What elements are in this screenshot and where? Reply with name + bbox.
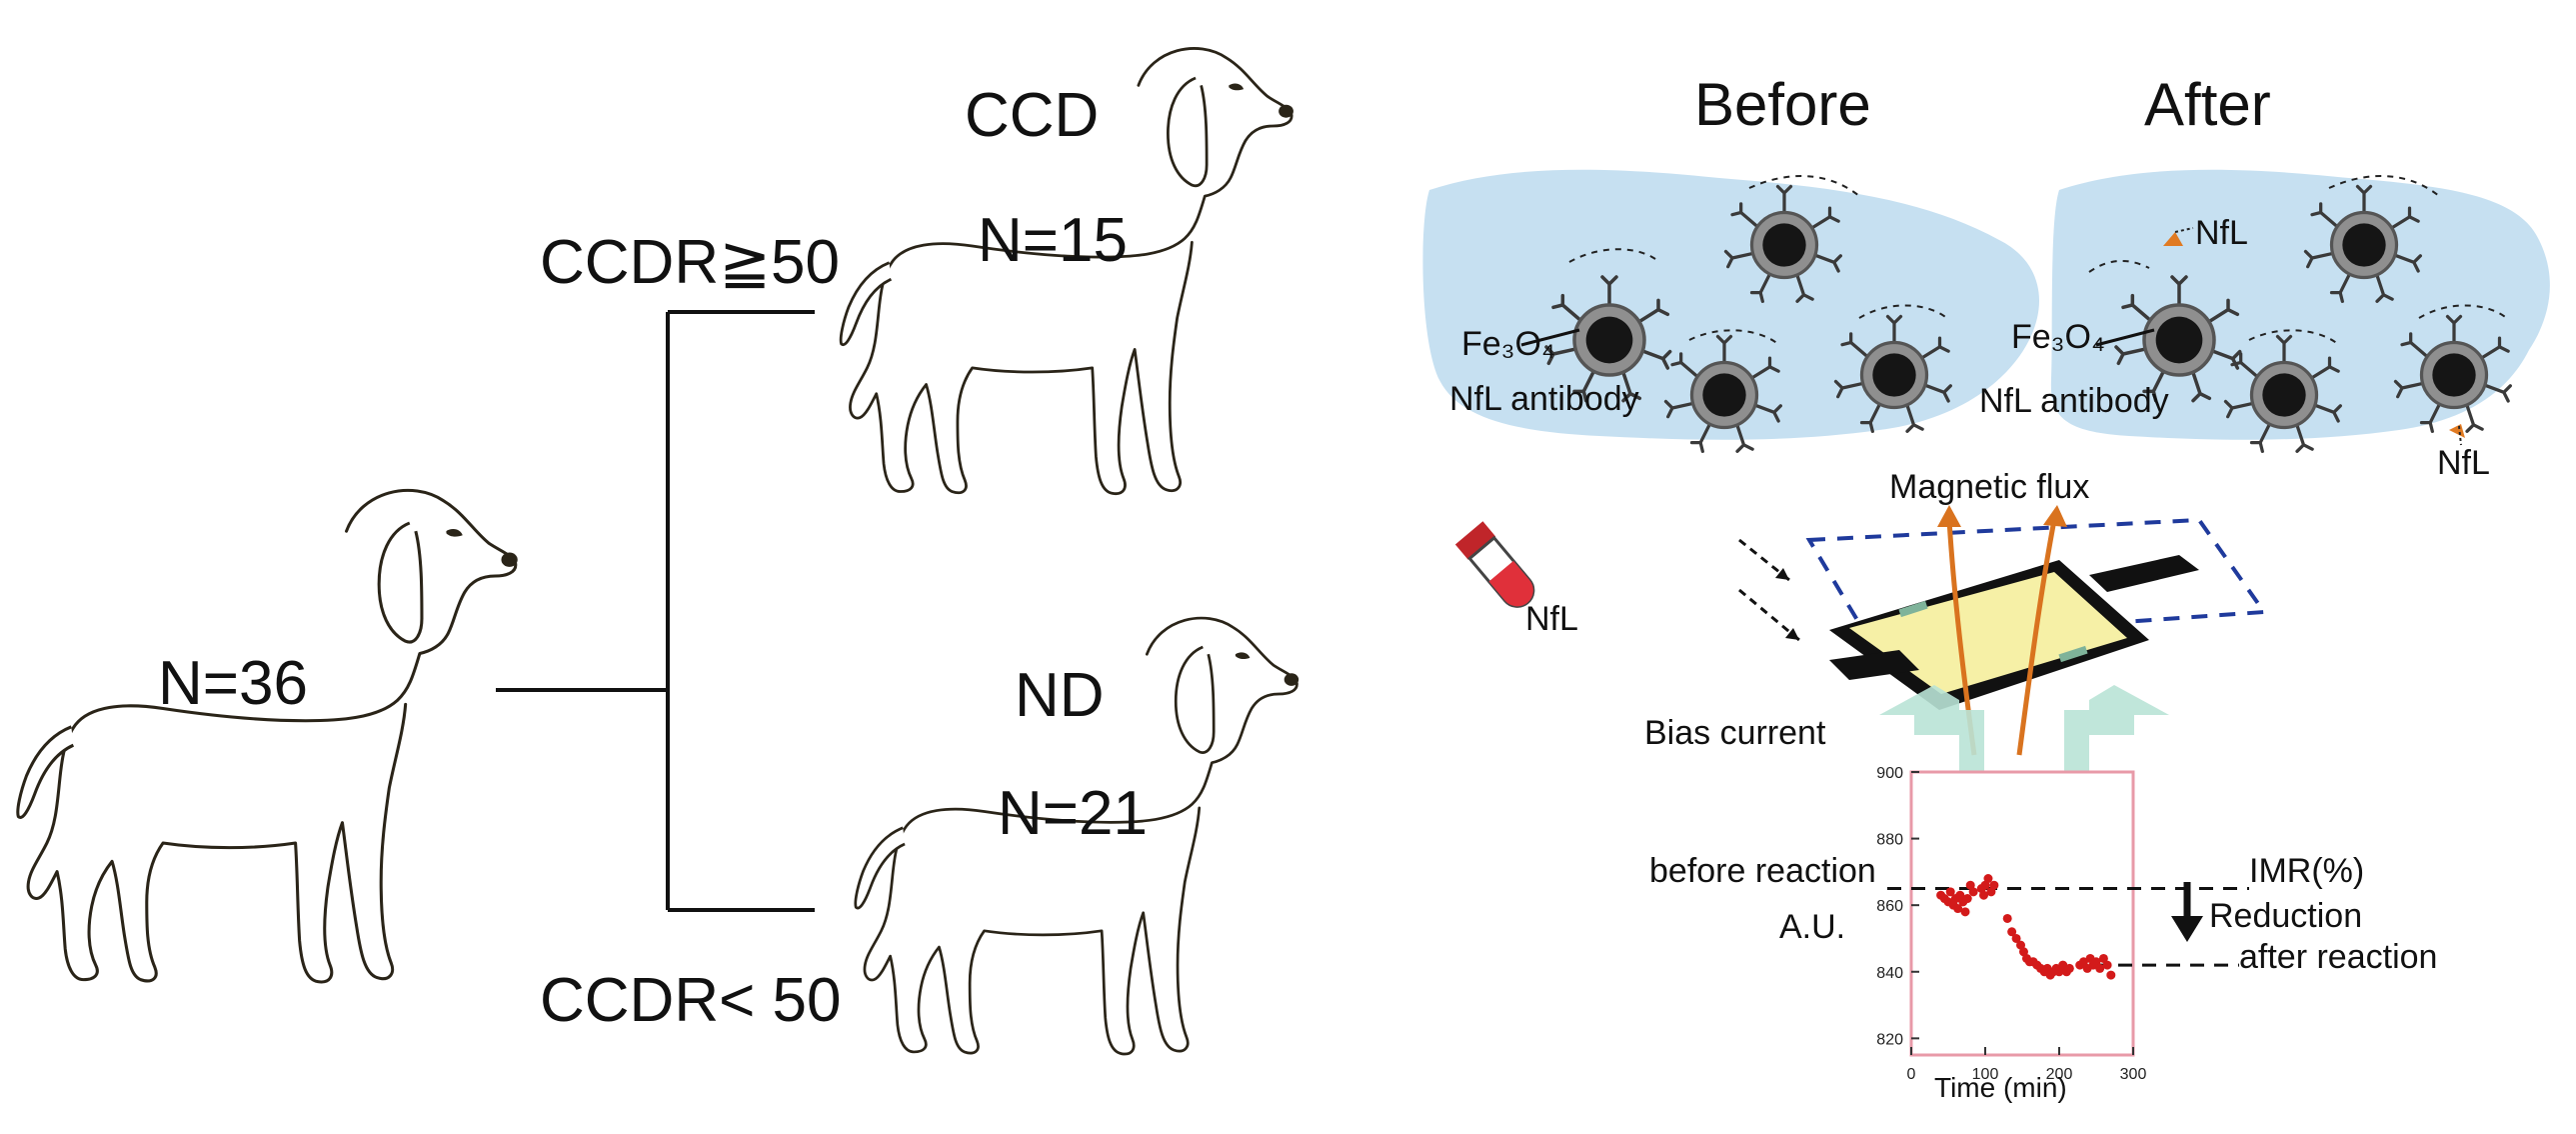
y-tick-label: 900 xyxy=(1876,765,1903,782)
data-point xyxy=(1989,880,1999,890)
before-particle-label: Fe₃O₄ xyxy=(1461,325,1555,363)
data-point xyxy=(1960,907,1970,917)
data-point xyxy=(2102,960,2112,970)
bias-current-label: Bias current xyxy=(1644,714,1826,752)
after-title: After xyxy=(2144,71,2271,138)
before-antibody-label: NfL antibody xyxy=(1449,380,1639,418)
nfl-bound-top xyxy=(2163,232,2183,246)
x-tick-label: 0 xyxy=(1907,1066,1916,1083)
data-point xyxy=(2106,970,2116,980)
nfl-bound-bottom xyxy=(2449,424,2465,438)
sensor-squid xyxy=(1738,517,2268,710)
x-axis-label: Time (min) xyxy=(1934,1072,2067,1103)
x-tick-label: 300 xyxy=(2120,1066,2147,1083)
branch-bracket xyxy=(496,310,815,912)
dog-all xyxy=(16,488,520,984)
data-point xyxy=(2058,960,2068,970)
data-point xyxy=(2095,963,2105,973)
tube-label: NfL xyxy=(1525,600,1578,638)
nd-group-name: ND xyxy=(1015,661,1105,730)
data-point xyxy=(1962,894,1972,904)
magnetic-flux-label: Magnetic flux xyxy=(1889,468,2090,506)
data-point xyxy=(1945,887,1955,897)
before-fluid-panel xyxy=(1422,169,2039,453)
data-point xyxy=(2098,953,2108,963)
after-particle-label: Fe₃O₄ xyxy=(2011,318,2105,356)
data-point xyxy=(2078,957,2088,967)
after-antibody-label: NfL antibody xyxy=(1979,382,2169,420)
before-title: Before xyxy=(1694,71,1871,138)
data-point xyxy=(1979,890,1989,900)
after-fluid-panel xyxy=(2050,169,2550,453)
imr-label: IMR(%) xyxy=(2249,852,2365,890)
y-tick-label: 880 xyxy=(1876,832,1903,849)
after-nfl-top-label: NfL xyxy=(2195,214,2248,252)
data-point xyxy=(1983,874,1993,884)
data-point xyxy=(2064,963,2074,973)
ccd-group-name: CCD xyxy=(965,81,1100,150)
ccd-group-count: N=15 xyxy=(978,206,1128,275)
nd-group-count: N=21 xyxy=(998,779,1148,848)
data-point xyxy=(1968,887,1978,897)
y-tick-label: 840 xyxy=(1876,965,1903,982)
after-nfl-bottom-label: NfL xyxy=(2437,444,2490,482)
ccd-criterion: CCDR≧50 xyxy=(540,228,841,297)
data-point xyxy=(1953,904,1963,914)
x-tick-label: 200 xyxy=(2046,1066,2073,1083)
reduction-label: Reduction xyxy=(2209,897,2363,935)
data-point xyxy=(2002,913,2012,923)
reduction-arrow-icon xyxy=(2171,882,2203,942)
y-axis-label: A.U. xyxy=(1779,908,1846,946)
all-dogs-count: N=36 xyxy=(158,649,308,718)
imr-chart: 900 880 860 840 820 0 100 200 300 xyxy=(1876,765,2249,1083)
y-tick-label: 820 xyxy=(1876,1031,1903,1048)
bias-arrows xyxy=(1879,685,2169,870)
data-point xyxy=(2007,927,2017,937)
nd-criterion: CCDR< 50 xyxy=(540,966,842,1035)
before-reaction-label: before reaction xyxy=(1649,852,1876,890)
y-tick-label: 860 xyxy=(1876,898,1903,915)
x-tick-label: 100 xyxy=(1972,1066,1999,1083)
plot-frame xyxy=(1909,770,2135,1057)
data-point xyxy=(2011,933,2021,943)
after-reaction-label: after reaction xyxy=(2239,938,2438,976)
data-point xyxy=(2091,957,2101,967)
nfl-tube-icon xyxy=(1454,521,1535,608)
data-point xyxy=(2054,967,2064,977)
